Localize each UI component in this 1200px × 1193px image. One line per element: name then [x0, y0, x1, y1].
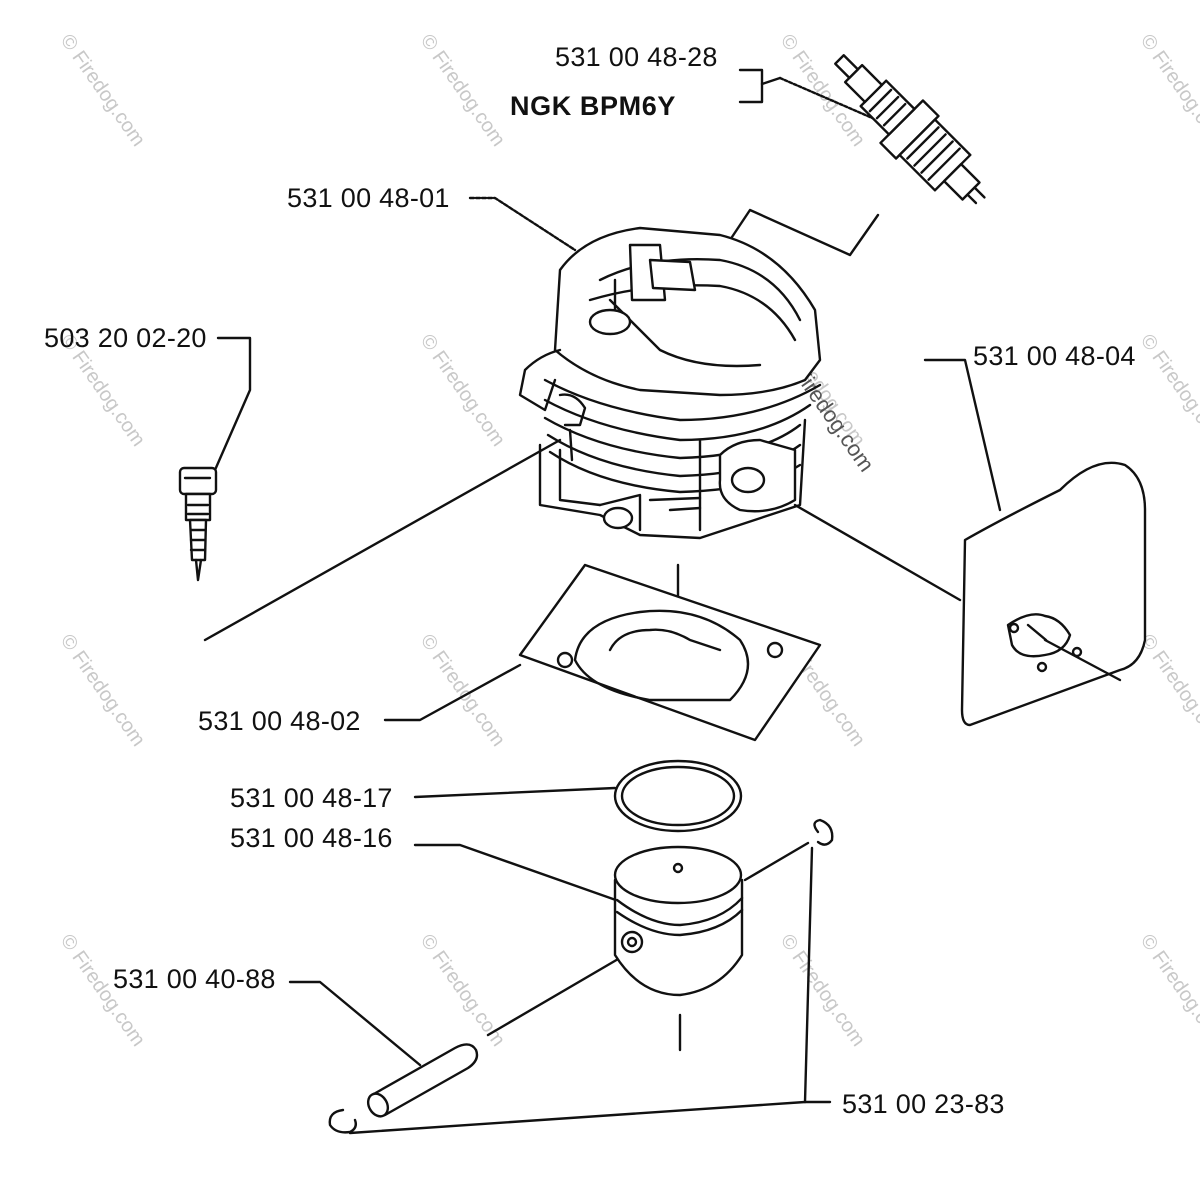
muffler-gasket-label: 531 00 48-04: [973, 341, 1136, 371]
piston-pin-label: 531 00 40-88: [113, 964, 276, 994]
watermark-text: © Firedog.com: [416, 630, 509, 750]
watermark-text: © Firedog.com: [416, 330, 509, 450]
watermark-text: © Firedog.com: [416, 30, 509, 150]
cylinder-label: 531 00 48-01: [287, 183, 450, 213]
circlip-label: 531 00 23-83: [842, 1089, 1005, 1119]
spark-plug-drawing: [834, 54, 986, 205]
piston-pin-drawing: [366, 1043, 479, 1118]
watermark-text: © Firedog.com: [416, 930, 509, 1050]
piston-drawing: [613, 845, 744, 997]
spark-plug-part-label: 531 00 48-28: [555, 42, 718, 72]
spark-plug-model-label: NGK BPM6Y: [510, 91, 676, 121]
cylinder-gasket-label: 531 00 48-02: [198, 706, 361, 736]
piston-label: 531 00 48-16: [230, 823, 393, 853]
piston-ring-label: 531 00 48-17: [230, 783, 393, 813]
leader-lines: [203, 68, 1002, 1135]
watermark-text: © Firedog.com: [56, 630, 149, 750]
watermark-text: © Firedog.com: [1136, 330, 1200, 450]
decompression-valve-drawing: [178, 466, 218, 582]
circlip-drawing: [328, 818, 834, 1134]
watermark-text: © Firedog.com: [1136, 30, 1200, 150]
watermark-text: © Firedog.com: [56, 30, 149, 150]
watermark-text: © Firedog.com: [776, 930, 869, 1050]
watermark-text: © Firedog.com: [1136, 630, 1200, 750]
decompression-valve-label: 503 20 02-20: [44, 323, 207, 353]
piston-ring-drawing: [613, 759, 743, 833]
watermark-text: © Firedog.com: [1136, 930, 1200, 1050]
muffler-gasket-drawing: [960, 461, 1147, 727]
cylinder-drawing: [518, 226, 822, 540]
cylinder-gasket-drawing: [518, 563, 822, 742]
